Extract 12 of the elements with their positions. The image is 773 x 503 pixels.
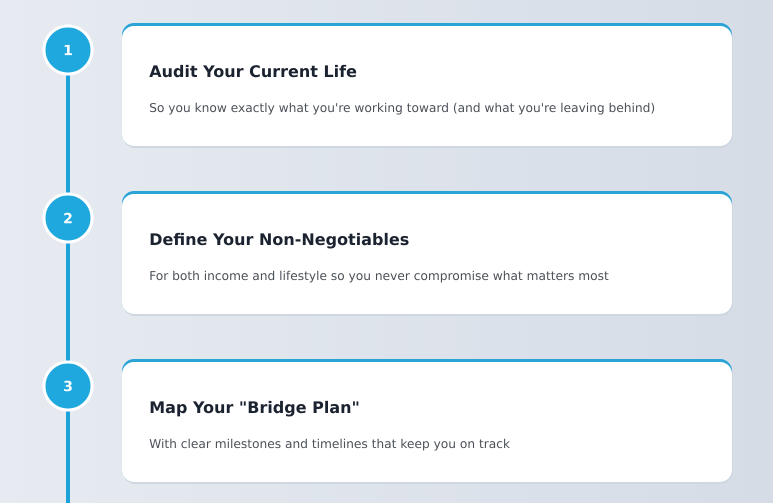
- timeline-line: [66, 244, 70, 360]
- step-description: For both income and lifestyle so you never compromise what matters most: [150, 270, 608, 283]
- step-title: Map Your "Bridge Plan": [150, 400, 358, 416]
- step-description: With clear milestones and timelines that keep you on track: [150, 438, 510, 451]
- timeline-line: [66, 412, 70, 503]
- step-title: Define Your Non-Negotiables: [150, 232, 409, 248]
- step-description: So you know exactly what you're working toward (and what you're leaving behind): [150, 102, 654, 115]
- number-badge: 2: [42, 192, 94, 244]
- number-badge: 3: [42, 360, 94, 412]
- timeline-line: [66, 76, 70, 192]
- number-badge: 1: [42, 24, 94, 76]
- step-title: Audit Your Current Life: [149, 64, 356, 78]
